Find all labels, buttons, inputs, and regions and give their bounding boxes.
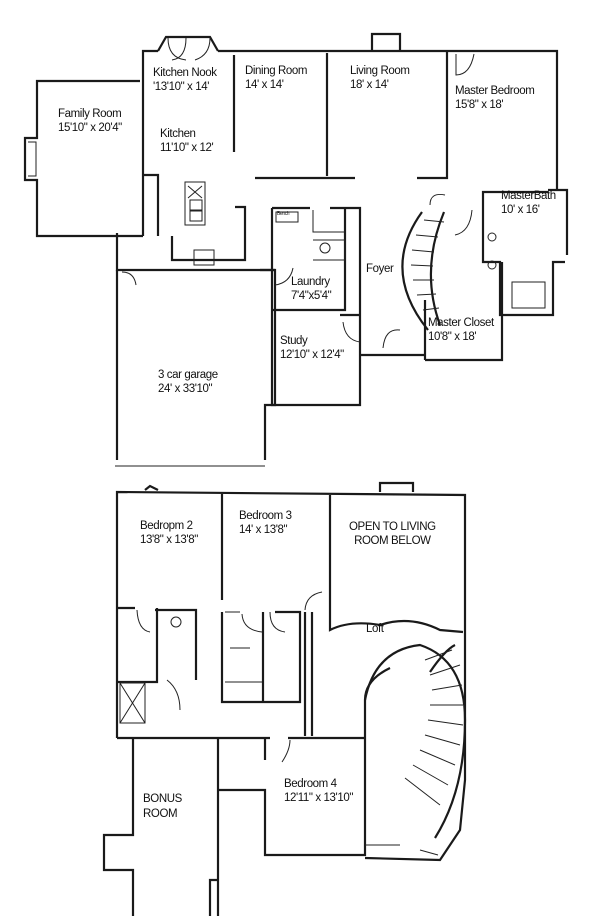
room-size: 10'8" x 18': [428, 331, 477, 343]
room-size: 11'10" x 12': [160, 142, 214, 154]
bench-label: Bench: [277, 211, 290, 217]
room-name: Kitchen Nook: [153, 67, 217, 79]
room-size: 24' x 33'10": [158, 383, 213, 395]
room-name: MasterBath: [501, 190, 556, 202]
room-name: Master Bedroom: [455, 85, 535, 97]
room-name: Living Room: [350, 65, 410, 77]
room-size: ROOM BELOW: [354, 535, 431, 547]
room-label-bonus-room: BONUS ROOM: [143, 792, 182, 822]
room-size: 12'11" x 13'10": [284, 792, 354, 804]
room-label-bedroom-2: Bedropm 2 13'8" x 13'8": [140, 519, 198, 547]
room-size: 15'10" x 20'4": [58, 122, 122, 134]
upper-floor-walls: [102, 481, 467, 916]
room-name: Laundry: [291, 276, 330, 288]
room-name: Study: [280, 335, 308, 347]
room-name: Master Closet: [428, 317, 494, 329]
room-label-bedroom-3: Bedroom 3 14' x 13'8": [239, 509, 292, 537]
room-name: 3 car garage: [158, 369, 218, 381]
room-name: BONUS: [143, 793, 182, 805]
room-size: ROOM: [143, 808, 178, 820]
room-label-study: Study 12'10" x 12'4": [280, 334, 344, 362]
room-size: 13'8" x 13'8": [140, 534, 198, 546]
room-label-dining-room: Dining Room 14' x 14': [245, 64, 307, 92]
room-name: Bedroom 3: [239, 510, 292, 522]
room-label-living-room: Living Room 18' x 14': [350, 64, 410, 92]
room-label-master-closet: Master Closet 10'8" x 18': [428, 316, 494, 344]
room-name: Loft: [366, 623, 384, 635]
room-label-laundry: Laundry 7'4"x5'4": [291, 275, 332, 303]
room-label-loft: Loft: [366, 622, 384, 636]
room-label-master-bath: MasterBath 10' x 16': [501, 189, 556, 217]
room-name: Foyer: [366, 263, 394, 275]
room-size: 18' x 14': [350, 79, 389, 91]
room-label-family-room: Family Room 15'10" x 20'4": [58, 107, 122, 135]
main-floor-walls: [23, 32, 569, 460]
room-size: 14' x 14': [245, 79, 284, 91]
room-size: 10' x 16': [501, 204, 540, 216]
room-label-garage: 3 car garage 24' x 33'10": [158, 368, 218, 396]
room-label-kitchen: Kitchen 11'10" x 12': [160, 127, 214, 155]
room-name: OPEN TO LIVING: [349, 521, 436, 533]
room-size: 12'10" x 12'4": [280, 349, 344, 361]
room-size: 14' x 13'8": [239, 524, 288, 536]
room-name: Bedropm 2: [140, 520, 193, 532]
room-size: 15'8" x 18': [455, 99, 504, 111]
room-name: Family Room: [58, 108, 122, 120]
room-name: Kitchen: [160, 128, 196, 140]
room-label-master-bedroom: Master Bedroom 15'8" x 18': [455, 84, 535, 112]
room-size: '13'10" x 14': [153, 81, 209, 93]
room-label-foyer: Foyer: [366, 262, 394, 276]
room-label-open-to-living: OPEN TO LIVING ROOM BELOW: [349, 520, 436, 548]
room-name: Dining Room: [245, 65, 308, 77]
room-name: Bedroom 4: [284, 778, 337, 790]
room-size: 7'4"x5'4": [291, 290, 332, 302]
room-label-kitchen-nook: Kitchen Nook '13'10" x 14': [153, 66, 217, 94]
room-label-bedroom-4: Bedroom 4 12'11" x 13'10": [284, 777, 353, 805]
